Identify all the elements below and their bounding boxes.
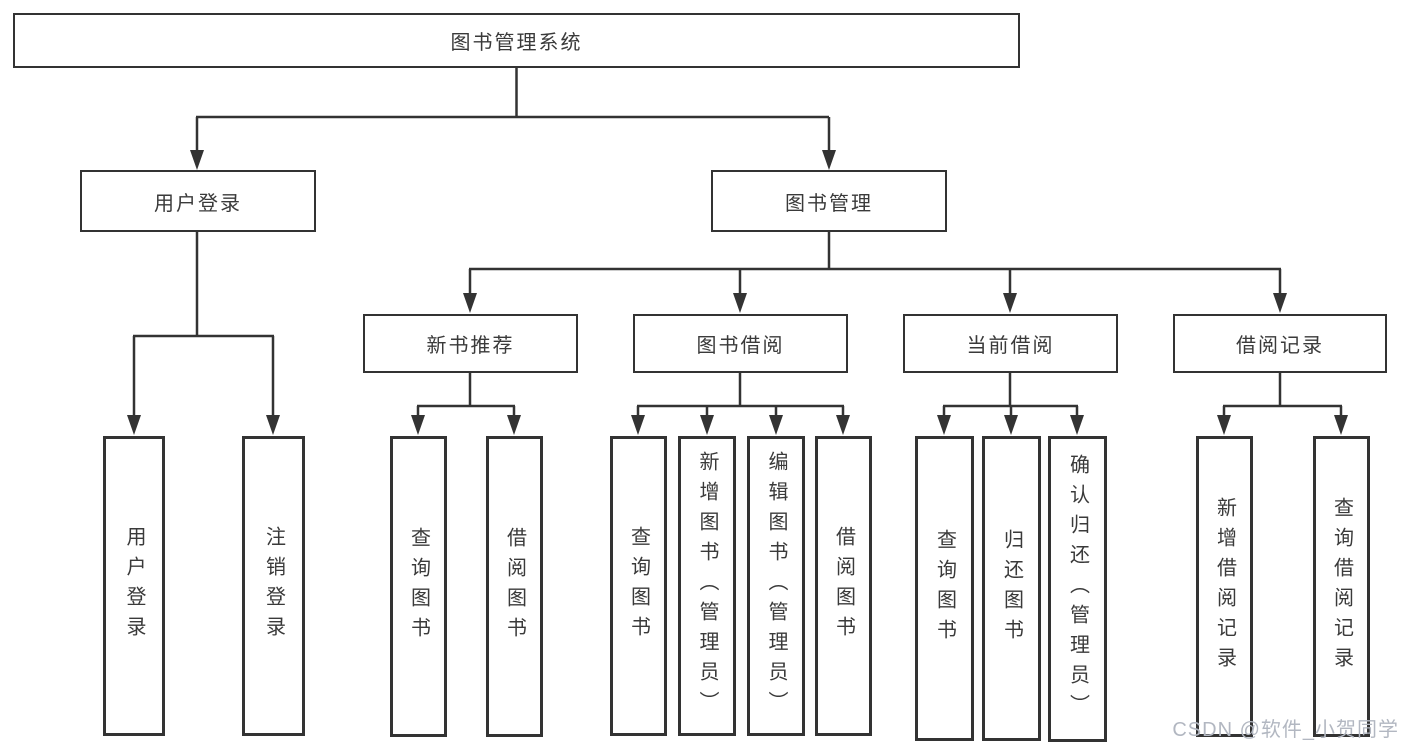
arrowhead — [507, 415, 521, 435]
leaf-borrow-books-recommend-label: 借阅图书 — [503, 526, 526, 647]
node-library-management-system-label: 图书管理系统 — [450, 32, 583, 54]
connector-book-management-group — [468, 232, 1282, 294]
leaf-query-books-borrow-label: 查询图书 — [627, 526, 650, 646]
node-borrow-records-label: 借阅记录 — [1236, 335, 1324, 357]
arrowhead — [733, 293, 747, 313]
leaf-add-borrow-record-label: 新增借阅记录 — [1213, 496, 1236, 677]
arrowhead — [1070, 415, 1084, 435]
arrowhead — [1004, 415, 1018, 435]
connector-book-borrow-group — [636, 373, 845, 417]
leaf-borrow-books-recommend: 借阅图书 — [486, 436, 543, 737]
leaf-borrow-books: 借阅图书 — [815, 436, 872, 736]
arrowhead — [190, 150, 204, 170]
leaf-query-borrow-record: 查询借阅记录 — [1313, 436, 1370, 737]
connector-current-borrow-group — [942, 373, 1079, 417]
csdn-watermark: CSDN @软件_小贺同学 — [1172, 719, 1399, 741]
node-borrow-records: 借阅记录 — [1173, 314, 1387, 373]
arrowhead — [463, 293, 477, 313]
arrowhead — [1217, 415, 1231, 435]
leaf-confirm-return-admin-label: 确认归还（管理员） — [1066, 454, 1089, 724]
arrowhead — [937, 415, 951, 435]
node-book-borrow: 图书借阅 — [633, 314, 848, 373]
leaf-user-login-label: 用户登录 — [123, 526, 145, 646]
arrowhead — [631, 415, 645, 435]
node-new-book-recommend-label: 新书推荐 — [426, 335, 515, 357]
arrowhead — [1334, 415, 1348, 435]
arrowhead — [836, 415, 850, 435]
node-current-borrow: 当前借阅 — [903, 314, 1118, 373]
leaf-query-books-current: 查询图书 — [915, 436, 974, 741]
leaf-borrow-books-label: 借阅图书 — [832, 526, 855, 646]
node-book-borrow-label: 图书借阅 — [696, 335, 785, 357]
leaf-return-book-label: 归还图书 — [1000, 528, 1023, 649]
arrowhead — [411, 415, 425, 435]
leaf-edit-book-admin-label: 编辑图书（管理员） — [765, 451, 787, 721]
arrowhead — [1273, 293, 1287, 313]
leaf-add-book-admin-label: 新增图书（管理员） — [696, 451, 718, 721]
connector-user-login-group — [132, 232, 275, 416]
arrowhead — [266, 415, 280, 435]
arrowhead — [700, 415, 714, 435]
node-user-login-label: 用户登录 — [154, 192, 242, 215]
connector-new-book-group — [416, 373, 516, 417]
node-current-borrow-label: 当前借阅 — [966, 335, 1055, 357]
leaf-edit-book-admin: 编辑图书（管理员） — [747, 436, 805, 736]
leaf-query-books-recommend-label: 查询图书 — [407, 526, 430, 647]
connector-borrow-records-group — [1222, 373, 1343, 417]
arrowhead — [1003, 293, 1017, 313]
leaf-return-book: 归还图书 — [982, 436, 1041, 741]
arrowhead — [127, 415, 141, 435]
leaf-query-books-recommend: 查询图书 — [390, 436, 447, 737]
node-library-management-system: 图书管理系统 — [13, 13, 1020, 68]
connector-root-to-level2 — [195, 68, 831, 151]
node-user-login: 用户登录 — [80, 170, 316, 232]
node-book-management: 图书管理 — [711, 170, 947, 232]
leaf-user-login: 用户登录 — [103, 436, 165, 736]
leaf-add-book-admin: 新增图书（管理员） — [678, 436, 736, 736]
leaf-query-borrow-record-label: 查询借阅记录 — [1330, 496, 1353, 677]
leaf-confirm-return-admin: 确认归还（管理员） — [1048, 436, 1107, 742]
leaf-logout-label: 注销登录 — [262, 526, 285, 646]
arrowhead — [822, 150, 836, 170]
leaf-add-borrow-record: 新增借阅记录 — [1196, 436, 1253, 737]
arrowhead — [769, 415, 783, 435]
leaf-query-books-borrow: 查询图书 — [610, 436, 667, 736]
leaf-query-books-current-label: 查询图书 — [933, 528, 956, 649]
node-book-management-label: 图书管理 — [785, 192, 873, 215]
leaf-logout: 注销登录 — [242, 436, 305, 736]
node-new-book-recommend: 新书推荐 — [363, 314, 578, 373]
